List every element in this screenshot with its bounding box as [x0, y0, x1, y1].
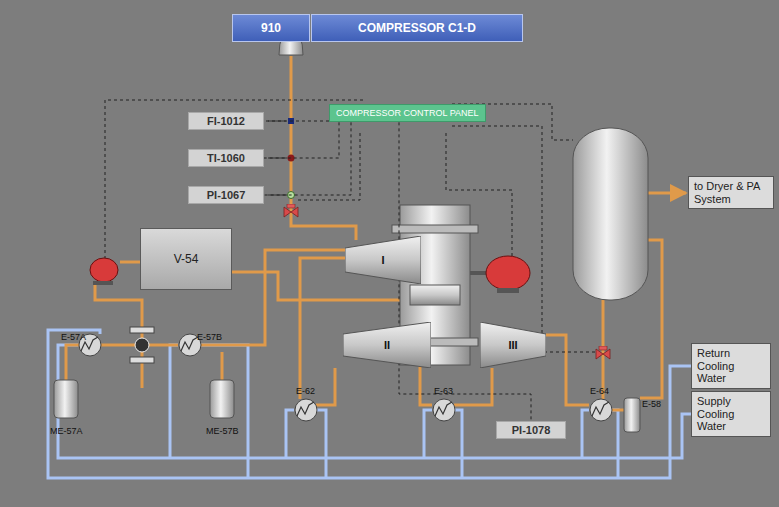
- screen-number: 910: [232, 14, 310, 42]
- valve-flange: [130, 327, 154, 333]
- discharge-valve: [596, 346, 610, 359]
- connector-path: [264, 122, 351, 195]
- control-panel: COMPRESSOR CONTROL PANEL: [329, 104, 486, 122]
- node-text: Return Cooling Water: [697, 347, 765, 385]
- equipment-label: E-64: [590, 386, 609, 396]
- utility-box: Return Cooling Water: [691, 343, 771, 389]
- utility-box: Supply Cooling Water: [691, 391, 771, 437]
- oil-filter: [210, 380, 234, 418]
- node-text: PI-1067: [207, 189, 246, 201]
- stage-outline: [480, 322, 546, 368]
- frame-flange: [392, 225, 478, 233]
- equipment-label: E-62: [296, 386, 315, 396]
- oil-pump-motor: [90, 258, 118, 282]
- heat-exchanger: [433, 399, 455, 421]
- node-text: I: [381, 254, 384, 266]
- node-text: 910: [261, 21, 281, 35]
- signal-connector: [264, 122, 351, 195]
- equipment-label: E-57A: [61, 332, 86, 342]
- process-pipes: [66, 56, 686, 410]
- node-text: PI-1078: [512, 424, 551, 436]
- compressor-stage: I: [345, 236, 421, 284]
- node-text: COMPRESSOR CONTROL PANEL: [336, 108, 479, 118]
- heat-exchanger: [295, 399, 317, 421]
- node-text: III: [508, 339, 517, 351]
- node-text: to Dryer & PA System: [694, 180, 768, 205]
- frame-flange: [410, 285, 460, 305]
- equipment-label: E-58: [642, 399, 661, 409]
- signal-lines: [105, 100, 596, 352]
- connector-path: [264, 122, 339, 158]
- motor-shaft: [470, 271, 488, 275]
- compressor-stage: II: [343, 322, 431, 368]
- instrument-tag: TI-1060: [188, 149, 264, 167]
- node-text: COMPRESSOR C1-D: [358, 21, 476, 35]
- motor-base: [497, 288, 519, 293]
- stage-outline: [343, 322, 431, 368]
- node-text: TI-1060: [207, 152, 245, 164]
- valve-flange: [130, 357, 154, 363]
- node-text: V-54: [174, 252, 199, 266]
- instrument-tag: PI-1067: [188, 186, 264, 204]
- instrument-tag: FI-1012: [188, 112, 264, 130]
- equipment-label: ME-57A: [50, 426, 83, 436]
- heat-exchanger: [590, 399, 612, 421]
- instrument-tag: PI-1078: [496, 421, 566, 439]
- drive-motor: [486, 256, 530, 290]
- inlet-valve: [284, 204, 298, 217]
- signal-connector: [264, 121, 329, 122]
- air-receiver: [573, 128, 648, 300]
- equipment-label: E-63: [434, 386, 453, 396]
- oil-filter: [54, 380, 78, 418]
- destination-box: to Dryer & PA System: [688, 176, 774, 209]
- separator: [624, 398, 640, 432]
- equipment-label: E-57B: [197, 332, 222, 342]
- oil-tank: V-54: [140, 228, 232, 290]
- equipment-label: ME-57B: [206, 426, 239, 436]
- node-text: FI-1012: [207, 115, 245, 127]
- node-text: II: [384, 339, 390, 351]
- stage-outline: [345, 236, 421, 284]
- compressor-stage: III: [480, 322, 546, 368]
- three-way-valve: [135, 338, 149, 352]
- signal-connector: [264, 122, 339, 158]
- screen-title: COMPRESSOR C1-D: [311, 14, 523, 42]
- node-text: Supply Cooling Water: [697, 395, 765, 433]
- pump-base: [93, 281, 113, 285]
- connector-path: [264, 121, 329, 122]
